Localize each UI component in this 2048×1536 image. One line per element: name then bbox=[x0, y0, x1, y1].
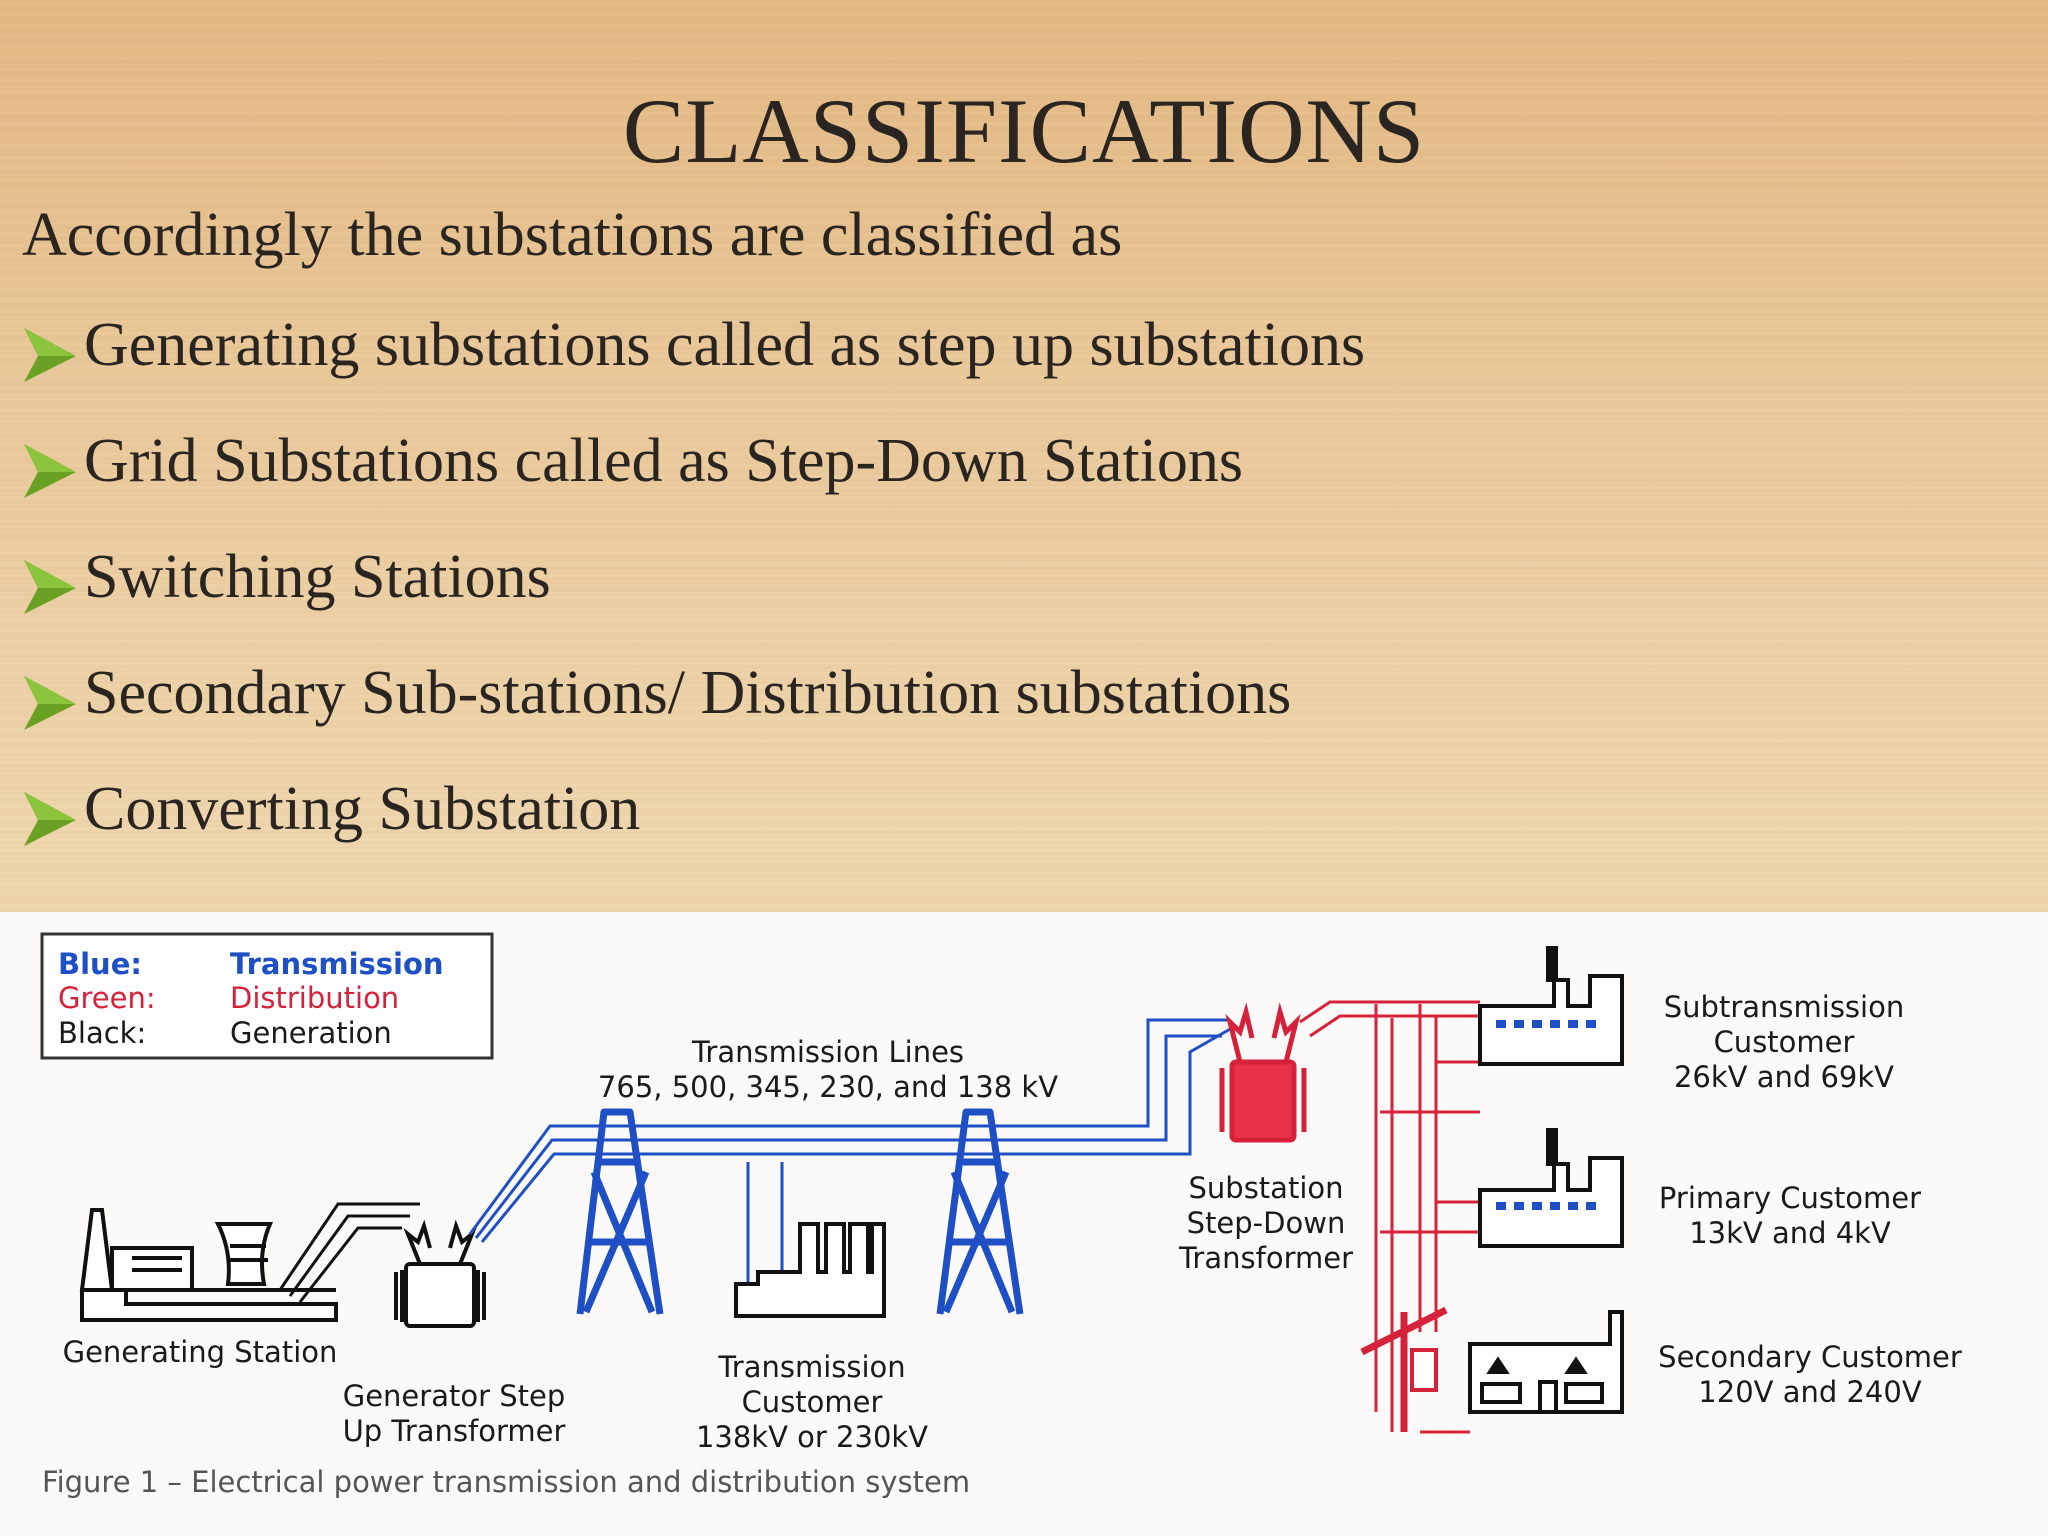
distribution-pole-icon bbox=[1360, 1306, 1448, 1432]
legend-blue-value: Transmission bbox=[230, 947, 444, 981]
list-item: Converting Substation bbox=[22, 774, 1365, 890]
legend-box bbox=[40, 932, 494, 1060]
legend-green-key: Green: bbox=[58, 981, 156, 1015]
secondary-customer-icon bbox=[1468, 1310, 1624, 1414]
bullet-text: Converting Substation bbox=[84, 775, 641, 843]
subtransmission-label-3: 26kV and 69kV bbox=[1674, 1060, 1894, 1094]
substation-label-1: Substation bbox=[1189, 1171, 1344, 1205]
power-system-diagram: Blue: Transmission Green: Distribution B… bbox=[0, 912, 2048, 1536]
substation-label-3: Transformer bbox=[1178, 1241, 1353, 1275]
pole-transformer-icon bbox=[1410, 1348, 1438, 1392]
arrow-bullet-icon bbox=[24, 328, 76, 382]
generation-lines bbox=[278, 1202, 420, 1303]
legend-black-key: Black: bbox=[58, 1016, 146, 1050]
window-row bbox=[1496, 1202, 1596, 1210]
distribution-lines bbox=[1299, 1000, 1482, 1434]
diagram-canvas: Blue: Transmission Green: Distribution B… bbox=[40, 932, 1962, 1499]
primary-customer-icon bbox=[1478, 1128, 1624, 1248]
transmission-customer-label-1: Transmission bbox=[717, 1350, 905, 1384]
arrow-bullet-icon bbox=[24, 444, 76, 498]
transmission-lines-label: Transmission Lines bbox=[691, 1035, 964, 1069]
generator-transformer-icon bbox=[394, 1219, 486, 1328]
window-row bbox=[1496, 1020, 1596, 1028]
transmission-customer-label-3: 138kV or 230kV bbox=[696, 1420, 928, 1454]
transmission-customer-icon bbox=[734, 1222, 886, 1318]
legend-blue-key: Blue: bbox=[58, 947, 142, 981]
list-item: Switching Stations bbox=[22, 542, 1365, 658]
bullet-text: Switching Stations bbox=[84, 543, 551, 611]
list-item: Generating substations called as step up… bbox=[22, 310, 1365, 426]
legend-black-value: Generation bbox=[230, 1016, 392, 1050]
list-item: Grid Substations called as Step-Down Sta… bbox=[22, 426, 1365, 542]
bullet-text: Grid Substations called as Step-Down Sta… bbox=[84, 427, 1243, 495]
list-item: Secondary Sub-stations/ Distribution sub… bbox=[22, 658, 1365, 774]
legend-green-value: Distribution bbox=[230, 981, 399, 1015]
primary-customer-label-1: Primary Customer bbox=[1659, 1181, 1921, 1215]
generator-transformer-label-1: Generator Step bbox=[343, 1379, 566, 1413]
secondary-customer-label-1: Secondary Customer bbox=[1658, 1340, 1962, 1374]
primary-customer-label-2: 13kV and 4kV bbox=[1689, 1216, 1891, 1250]
substation-transformer-icon bbox=[1219, 1002, 1307, 1143]
secondary-customer-label-2: 120V and 240V bbox=[1698, 1375, 1922, 1409]
subtransmission-customer-icon bbox=[1478, 946, 1624, 1066]
transmission-customer-label-2: Customer bbox=[742, 1385, 883, 1419]
arrow-bullet-icon bbox=[24, 560, 76, 614]
bullet-text: Generating substations called as step up… bbox=[84, 311, 1366, 379]
generator-transformer-label-2: Up Transformer bbox=[343, 1414, 566, 1448]
transmission-lines-voltages: 765, 500, 345, 230, and 138 kV bbox=[598, 1070, 1058, 1104]
slide-title: CLASSIFICATIONS bbox=[622, 80, 1426, 182]
bullet-text: Secondary Sub-stations/ Distribution sub… bbox=[84, 659, 1292, 727]
transmission-tower-icon bbox=[936, 1108, 1024, 1315]
intro-text: Accordingly the substations are classifi… bbox=[22, 201, 1123, 269]
transmission-tower-icon bbox=[576, 1108, 664, 1315]
generating-station-label: Generating Station bbox=[63, 1335, 338, 1369]
generating-station-icon bbox=[79, 1208, 338, 1322]
arrow-bullet-icon bbox=[24, 676, 76, 730]
figure-caption: Figure 1 – Electrical power transmission… bbox=[42, 1465, 970, 1499]
arrow-bullet-icon bbox=[24, 792, 76, 846]
substation-label-2: Step-Down bbox=[1187, 1206, 1346, 1240]
transmission-lines bbox=[468, 1018, 1233, 1290]
subtransmission-label-2: Customer bbox=[1714, 1025, 1855, 1059]
subtransmission-label-1: Subtransmission bbox=[1664, 990, 1904, 1024]
classification-list: Generating substations called as step up… bbox=[22, 310, 1365, 890]
